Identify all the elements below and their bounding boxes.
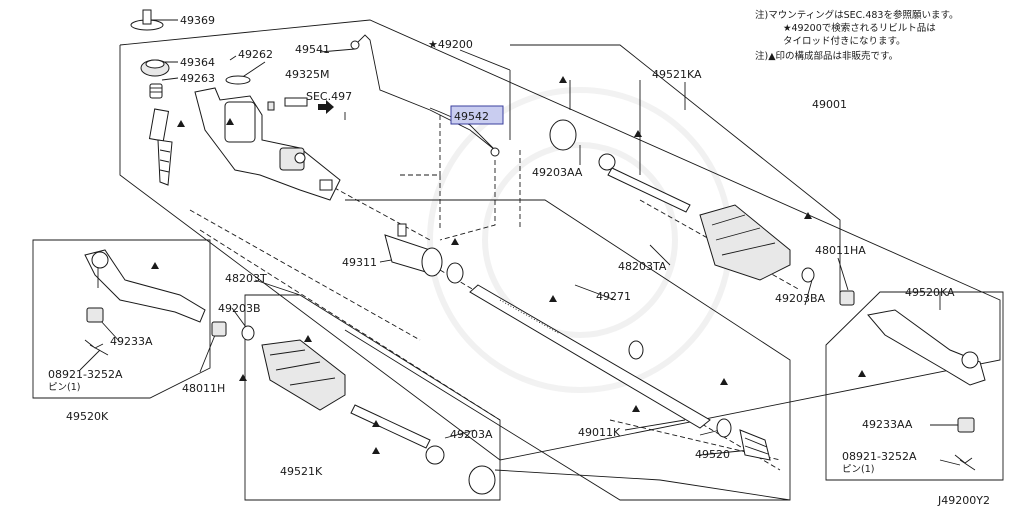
label-49001[interactable]: 49001 — [812, 98, 847, 111]
part-cotter-pin-right[interactable] — [954, 454, 976, 471]
label-49262[interactable]: 49262 — [238, 48, 273, 61]
part-gear-housing[interactable] — [194, 87, 341, 201]
part-49262-oring[interactable] — [225, 75, 251, 85]
label-49542[interactable]: 49542 — [454, 110, 489, 123]
part-49311-cylinder[interactable] — [384, 223, 443, 277]
part-48011H-nut[interactable] — [211, 321, 227, 337]
diagram-code: J49200Y2 — [937, 494, 990, 507]
label-49263[interactable]: 49263 — [180, 72, 215, 85]
part-seal-right[interactable] — [716, 418, 732, 438]
part-49271-rack[interactable] — [469, 284, 711, 429]
part-seal-left[interactable] — [446, 262, 464, 284]
part-49233AA-nut[interactable] — [957, 417, 975, 433]
left-tie-rod-box — [32, 239, 211, 399]
label-49311[interactable]: 49311 — [342, 256, 377, 269]
label-49521KA[interactable]: 49521KA — [652, 68, 702, 81]
label-08921-right[interactable]: 08921-3252A — [842, 450, 917, 463]
part-49541-fitting[interactable] — [350, 40, 360, 50]
note-line-2: ★49200で検索されるリビルト品は — [783, 22, 936, 34]
part-48203TA-boot[interactable] — [699, 204, 791, 281]
left-inner-box — [244, 294, 501, 501]
outline-rack-box — [344, 199, 791, 501]
part-49203BA-clamp[interactable] — [801, 267, 815, 283]
part-49364-bushing[interactable] — [140, 59, 170, 77]
label-08921-left[interactable]: 08921-3252A — [48, 368, 123, 381]
right-tie-rod-box — [825, 291, 1004, 481]
label-sec497[interactable]: SEC.497 — [306, 90, 352, 103]
part-49541-pipe[interactable] — [354, 34, 496, 151]
part-49542-fitting[interactable] — [490, 147, 500, 157]
part-49520-boot[interactable] — [739, 429, 771, 461]
part-49520K-tie-rod-end[interactable] — [84, 249, 206, 323]
dash-line-1 — [189, 209, 421, 341]
label-48011HA[interactable]: 48011HA — [815, 244, 866, 257]
label-49203A[interactable]: 49203A — [450, 428, 493, 441]
label-49520K[interactable]: 49520K — [66, 410, 109, 423]
label-48203T[interactable]: 48203T — [225, 272, 267, 285]
label-49369[interactable]: 49369 — [180, 14, 215, 27]
part-49203A-ring[interactable] — [468, 465, 496, 495]
non-sale-markers — [151, 76, 866, 454]
label-49271[interactable]: 49271 — [596, 290, 631, 303]
part-seal-mid[interactable] — [628, 340, 644, 360]
dash-line-6 — [199, 229, 501, 421]
label-48203TA[interactable]: 48203TA — [618, 260, 667, 273]
part-49263-spring[interactable] — [149, 83, 163, 99]
part-49542-highlight — [450, 105, 504, 125]
part-48203T-boot[interactable] — [261, 339, 346, 411]
label-49521K[interactable]: 49521K — [280, 465, 323, 478]
part-49521K-inner-tie-rod[interactable] — [350, 404, 445, 465]
label-49200[interactable]: ★49200 — [428, 38, 473, 51]
label-49233AA[interactable]: 49233AA — [862, 418, 913, 431]
part-49203AA-ring[interactable] — [549, 119, 577, 151]
part-49233A-nut[interactable] — [86, 307, 104, 323]
label-pin-left: ピン(1) — [48, 382, 80, 393]
outline-right-lower — [494, 469, 791, 501]
part-48011HA-nut[interactable] — [839, 290, 855, 306]
part-49521KA-inner-tie-rod[interactable] — [598, 153, 691, 213]
label-pin-right: ピン(1) — [842, 464, 874, 475]
part-49369-mount[interactable] — [130, 9, 164, 31]
note-line-3: タイロッド付きになります。 — [783, 36, 906, 47]
label-49364[interactable]: 49364 — [180, 56, 215, 69]
note-line-1: 注)マウンティングはSEC.483を参照願います。 — [755, 9, 959, 21]
label-49011K[interactable]: 49011K — [578, 426, 621, 439]
label-49203AA[interactable]: 49203AA — [532, 166, 583, 179]
dash-line-5 — [439, 160, 496, 241]
label-49325M[interactable]: 49325M — [285, 68, 329, 81]
sec497-arrow-icon — [318, 100, 334, 114]
part-49325M-fitting[interactable] — [267, 97, 308, 111]
part-49203B-clamp[interactable] — [241, 325, 255, 341]
label-49520KA[interactable]: 49520KA — [905, 286, 955, 299]
part-49520KA-tie-rod-end[interactable] — [867, 309, 986, 386]
dash-line-2 — [319, 179, 431, 241]
outline-inner-box — [510, 44, 841, 300]
label-49541[interactable]: 49541 — [295, 43, 330, 56]
label-48011H[interactable]: 48011H — [182, 382, 225, 395]
part-cotter-pin-left[interactable] — [84, 339, 109, 356]
label-49203B[interactable]: 49203B — [218, 302, 261, 315]
label-49203BA[interactable]: 49203BA — [775, 292, 826, 305]
note-line-4: 注)▲印の構成部品は非販売です。 — [755, 50, 898, 62]
part-pinion-shaft[interactable] — [148, 108, 173, 186]
outline-main-box — [119, 19, 1001, 461]
label-49520[interactable]: 49520 — [695, 448, 730, 461]
label-49233A[interactable]: 49233A — [110, 335, 153, 348]
